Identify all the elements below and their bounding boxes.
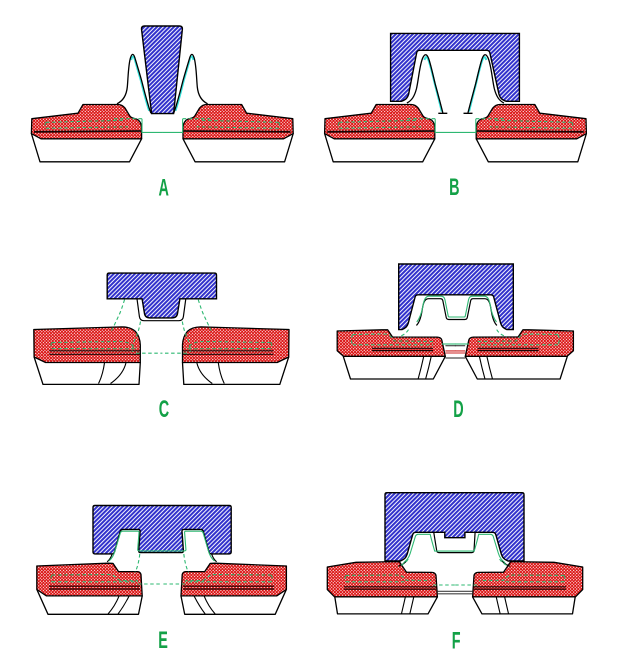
svg-text:A: A xyxy=(158,175,168,202)
svg-text:E: E xyxy=(158,628,168,655)
svg-text:F: F xyxy=(452,628,461,655)
svg-text:B: B xyxy=(449,174,459,201)
svg-text:C: C xyxy=(159,396,169,423)
svg-text:D: D xyxy=(453,396,463,423)
